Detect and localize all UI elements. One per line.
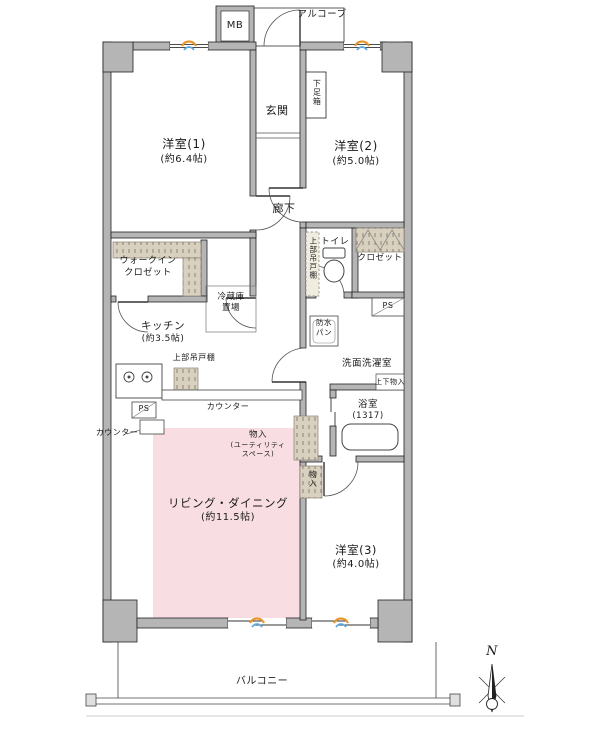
- bathtub: [341, 423, 399, 451]
- storage-hatched: [112, 227, 405, 499]
- vent-icon: [333, 617, 349, 628]
- living-dining-label: リビング・ダイニング (約11.5帖): [168, 496, 288, 523]
- wic-door-arc: [117, 301, 149, 333]
- mb-label: MB: [226, 20, 244, 31]
- room3-label: 洋室(3) (約4.0帖): [332, 543, 380, 570]
- kitchen-counter-bar: [161, 389, 303, 401]
- shoe-box: [305, 71, 327, 119]
- compass-icon: [478, 663, 506, 713]
- ps-right-label: PS: [382, 301, 394, 310]
- room2-label: 洋室(2) (約5.0帖): [332, 139, 380, 167]
- compass-n-label: N: [486, 644, 498, 659]
- waterproof-pan-box: [309, 315, 339, 347]
- balcony-railing: [85, 642, 524, 717]
- room3-storage-label: 物入: [308, 470, 318, 488]
- vent-icon: [181, 40, 197, 51]
- utility-storage-hatch: [293, 415, 319, 461]
- left-counter: [139, 419, 165, 435]
- entrance-door-arc: [263, 9, 301, 47]
- toilet-label: トイレ: [320, 237, 350, 247]
- doors: [117, 9, 359, 497]
- kitchen-door-arc: [225, 297, 257, 329]
- room3-storage-hatch: [299, 465, 323, 499]
- stove: [115, 363, 163, 399]
- bathroom-label: 浴室 (1317): [352, 399, 384, 422]
- counter-left-label: カウンター: [95, 428, 139, 437]
- alcove-area: [215, 5, 345, 47]
- fridge-label: 冷蔵庫 置場: [217, 292, 245, 314]
- updown-storage-box: [375, 373, 405, 391]
- room1-door-arc: [255, 195, 291, 231]
- corridor-label: 廊下: [272, 202, 296, 215]
- burner-icon: [141, 371, 153, 383]
- toilet-tank: [322, 247, 346, 259]
- vent-icon: [249, 617, 265, 628]
- fixtures: [115, 71, 405, 451]
- room1-label: 洋室(1) (約6.4帖): [160, 137, 208, 165]
- toilet-upper-cabinet: [305, 231, 320, 297]
- storage-updown-label: 上下物入: [375, 378, 405, 386]
- toilet-bowl: [323, 259, 345, 283]
- walls: [102, 41, 413, 643]
- genkan-label: 玄関: [265, 104, 289, 117]
- washroom-door-arc: [271, 347, 307, 383]
- room2-door-arc: [268, 187, 304, 223]
- fridge-space-box: [205, 285, 257, 333]
- shoe-box-label: 下足箱: [312, 79, 322, 106]
- wic-label: ウォークイン クロゼット: [119, 256, 177, 278]
- closet-folding-door: [355, 229, 405, 251]
- waterproof-pan-label: 防水 パン: [315, 318, 333, 337]
- wic-hatch-right: [182, 257, 202, 297]
- kitchen-cabinet-label: 上部吊戸棚: [172, 353, 216, 362]
- vent-icon: [354, 40, 370, 51]
- closet-hatch: [355, 227, 405, 253]
- washroom-label: 洗面洗濯室: [341, 358, 393, 369]
- living-dining-floor: [153, 428, 300, 618]
- counter-kitchen-label: カウンター: [206, 402, 250, 411]
- closet-label: クロゼット: [357, 253, 403, 263]
- balcony-label: バルコニー: [235, 676, 289, 687]
- utility-storage-label: 物入 (ユーティリティ スペース): [230, 430, 286, 459]
- vent-icons: [181, 40, 370, 628]
- toilet-cabinet-label: 上部吊戸棚: [308, 237, 318, 280]
- kitchen-label: キッチン (約3.5帖): [141, 320, 185, 344]
- counter-leader-line: [126, 429, 141, 435]
- ps-left-label: PS: [138, 404, 150, 413]
- alcove-label: アルコーブ: [297, 9, 347, 20]
- room3-door-arc: [323, 461, 359, 497]
- wic-hatch-top: [112, 241, 202, 259]
- burner-icon: [123, 371, 135, 383]
